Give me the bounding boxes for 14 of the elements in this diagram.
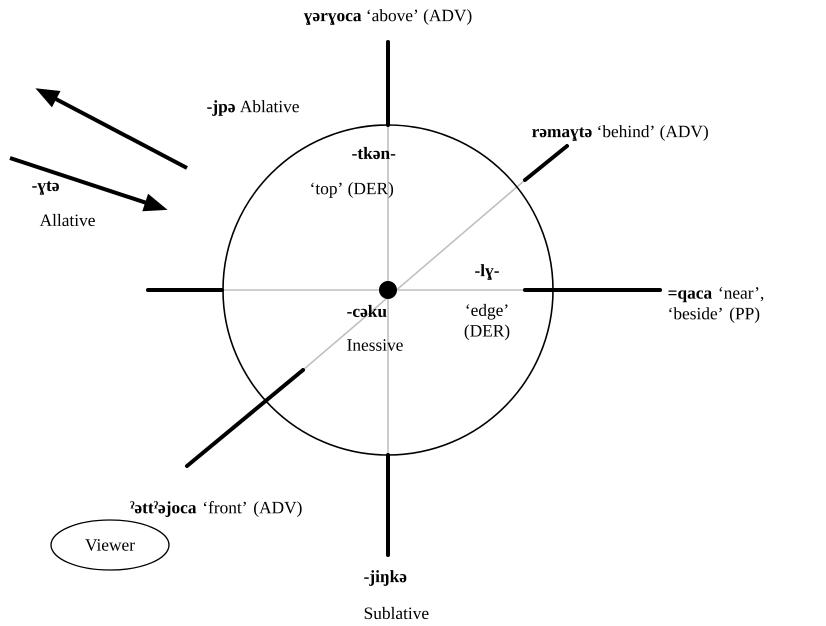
case-label: -jiŋkə — [364, 570, 406, 586]
gloss-label: Inessive — [347, 339, 403, 351]
case-label: Sublative — [364, 606, 428, 620]
case-label: -ɣtə — [32, 181, 59, 195]
suffix-label: -lɣ- — [475, 264, 499, 280]
gloss-label: ‘top’ (DER) — [311, 182, 394, 198]
gloss-label: ‘edge’ (DER) — [464, 304, 510, 340]
case-label: ˀəttˀəjoca ‘front’ (ADV) — [130, 501, 302, 517]
case-label: Allative — [40, 214, 95, 226]
case-label: ɣərɣoca ‘above’ (ADV) — [304, 9, 472, 25]
suffix-label: -cəku — [347, 304, 387, 318]
case-label: rəmaɣtə ‘behind’ (ADV) — [532, 125, 708, 141]
suffix-label: -tkən- — [352, 146, 396, 160]
case-label: =qaca ‘near’, ‘beside’ (PP) — [668, 287, 764, 323]
